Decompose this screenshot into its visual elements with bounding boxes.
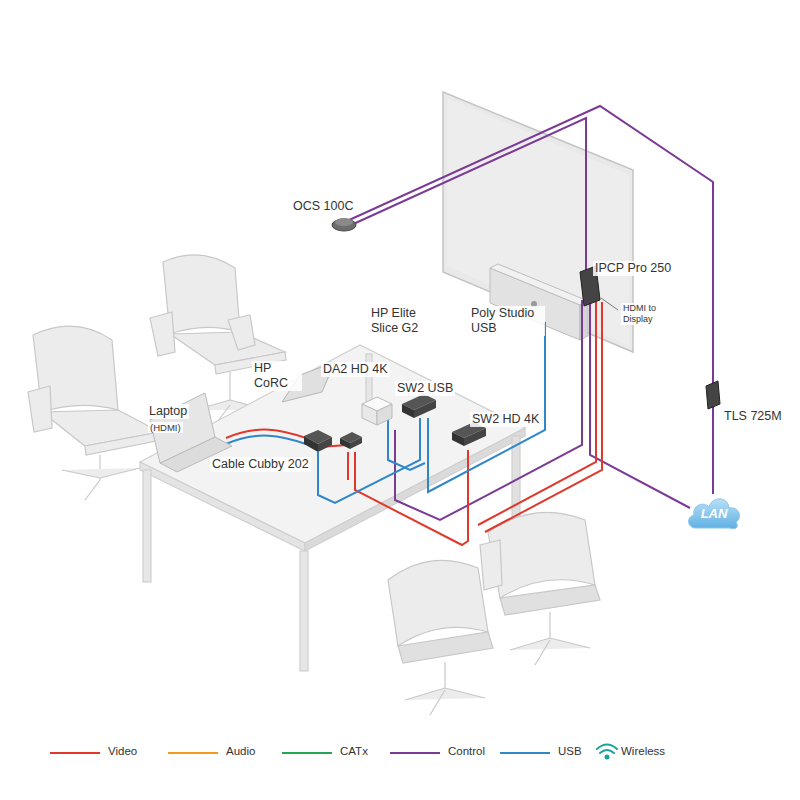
illustration-shape xyxy=(480,540,502,590)
network-cloud: LAN xyxy=(684,490,744,532)
illustration-shape xyxy=(443,92,633,352)
device-label: HP Elite Slice G2 xyxy=(369,306,435,336)
legend-swatch xyxy=(168,752,218,754)
device-label: OCS 100C xyxy=(291,199,355,214)
illustration-shape xyxy=(452,432,464,446)
illustration-shape xyxy=(140,345,525,671)
illustration-shape xyxy=(388,512,600,715)
illustration-shape xyxy=(712,405,714,494)
illustration-shape xyxy=(428,322,545,492)
device-label: SW2 USB xyxy=(395,381,455,396)
illustration-shape xyxy=(226,322,545,503)
illustration-shape xyxy=(349,118,586,276)
device-label: Poly Studio USB xyxy=(469,306,545,336)
illustration-shape xyxy=(335,218,353,226)
illustration-shape xyxy=(405,688,485,715)
legend-text: CATx xyxy=(340,745,368,757)
illustration-shape xyxy=(606,756,609,759)
illustration-shape xyxy=(444,662,445,690)
legend-text: Control xyxy=(448,745,485,757)
illustration-shape xyxy=(85,432,161,455)
legend-swatch xyxy=(500,752,550,754)
device-label: DA2 HD 4K xyxy=(321,362,390,377)
device-label: Cable Cubby 202 xyxy=(210,457,311,472)
illustration-shape xyxy=(347,106,713,384)
illustration-shape xyxy=(510,638,590,665)
illustration-shape xyxy=(228,315,255,350)
illustration-shape xyxy=(347,106,713,520)
illustration-shape xyxy=(706,381,720,409)
legend-text: USB xyxy=(558,745,582,757)
illustration-shape xyxy=(464,428,486,446)
illustration-shape xyxy=(597,745,617,759)
illustration-shape xyxy=(347,452,349,480)
device-label: Laptop xyxy=(147,404,189,419)
illustration-shape xyxy=(340,438,350,449)
illustration-shape xyxy=(600,750,614,753)
illustration-shape xyxy=(62,468,140,500)
device-label: (HDMI) xyxy=(148,422,183,433)
illustration-shape xyxy=(549,612,550,640)
illustration-shape xyxy=(140,462,305,551)
legend-text: Audio xyxy=(226,745,255,757)
device-label: HP CoRC xyxy=(252,361,302,391)
illustration-shape xyxy=(304,436,318,452)
illustration-shape xyxy=(300,551,308,671)
illustration-shape xyxy=(143,470,151,582)
legend-text: Video xyxy=(108,745,137,757)
illustration-shape xyxy=(388,560,488,646)
illustration-shape xyxy=(332,219,356,231)
illustration-shape xyxy=(226,430,306,438)
illustration-shape xyxy=(500,585,600,615)
illustration-shape xyxy=(597,745,617,750)
illustration-shape xyxy=(226,302,602,545)
illustration-shape xyxy=(362,404,377,425)
illustration-shape xyxy=(318,437,332,452)
illustration-shape xyxy=(414,400,436,418)
legend-text: Wireless xyxy=(621,745,665,757)
cloud-label: LAN xyxy=(684,506,744,521)
illustration-shape xyxy=(350,437,362,449)
device-label: SW2 HD 4K xyxy=(470,412,541,427)
illustration-shape xyxy=(226,436,306,444)
device-label: TLS 725M xyxy=(722,409,784,424)
illustration-shape xyxy=(318,418,420,503)
illustration-shape xyxy=(398,632,493,663)
legend-swatch xyxy=(282,752,332,754)
illustration-shape xyxy=(601,298,618,310)
legend-swatch xyxy=(390,752,440,754)
device-label: IPCP Pro 250 xyxy=(593,261,673,276)
device-label: HDMI to Display xyxy=(621,303,673,325)
illustration-shape xyxy=(150,312,175,356)
illustration-shape xyxy=(388,420,425,470)
illustration-shape xyxy=(28,386,52,432)
legend-swatch xyxy=(50,752,100,754)
illustration-shape xyxy=(402,404,414,418)
illustration-shape xyxy=(377,404,392,425)
illustration-shape xyxy=(490,264,588,305)
illustration-shape xyxy=(488,512,595,598)
illustration-shape xyxy=(590,300,690,508)
